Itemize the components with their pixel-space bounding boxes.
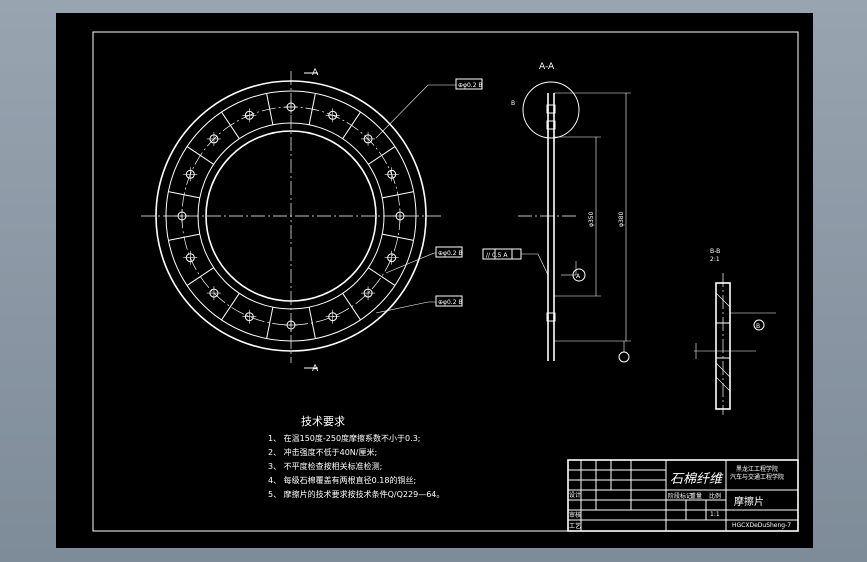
material-label: 石棉纤维	[670, 472, 724, 487]
header-scale: 比例	[709, 492, 721, 500]
section-view-aa: A-A B φ350 φ380 A	[511, 62, 631, 363]
row-designer: 设计	[569, 491, 581, 499]
header-weight: 重量	[690, 492, 702, 500]
tech-requirement-3: 3、 不平度检查按相关标准检测;	[268, 461, 382, 471]
tolerance-callout-top: ⊕φ0.2 B	[375, 78, 483, 139]
drawing-frame	[92, 31, 799, 532]
section-mark-a-bottom: A	[312, 364, 319, 374]
tech-requirements: 技术要求 1、 在温150度-250度摩擦系数不小于0.3; 2、 冲击强度不低…	[268, 415, 444, 499]
svg-text:B-B: B-B	[710, 248, 720, 255]
segment-divider	[221, 293, 240, 321]
header-stage: 阶段标记	[668, 492, 692, 500]
tech-requirement-5: 5、 摩擦片的技术要求按技术条件Q/Q229—64。	[268, 489, 444, 499]
tech-requirements-title: 技术要求	[301, 415, 345, 428]
drawing-sheet: A A ⊕φ0.2 B ⊕φ0.2 B ⊕φ0.2 B A-A B φ350 φ	[56, 13, 813, 548]
svg-text:B: B	[756, 323, 760, 330]
svg-text:B: B	[511, 100, 515, 107]
svg-text:2:1: 2:1	[710, 256, 720, 263]
segment-divider	[382, 233, 414, 241]
drawing-number: HGCXDeDuSheng-7	[732, 522, 791, 529]
segment-divider	[266, 307, 274, 339]
row-reviewer: 审核	[569, 511, 581, 519]
svg-text:φ380: φ380	[618, 211, 625, 227]
detail-view-bb: B-B 2:1 B	[694, 248, 776, 415]
svg-text:// 0.5 A: // 0.5 A	[486, 252, 508, 259]
tech-requirement-1: 1、 在温150度-250度摩擦系数不小于0.3;	[268, 433, 420, 443]
school-name-1: 黑龙江工程学院	[736, 465, 778, 473]
tolerance-callout-bottom: ⊕φ0.2 B	[375, 295, 463, 314]
svg-text:A: A	[576, 273, 581, 280]
svg-text:φ350: φ350	[588, 211, 595, 227]
row-process: 工艺	[569, 522, 581, 530]
segment-divider	[368, 267, 396, 286]
svg-text:⊕φ0.2 B: ⊕φ0.2 B	[458, 82, 483, 89]
svg-text:⊕φ0.2 B: ⊕φ0.2 B	[438, 250, 463, 257]
flatness-callout: // 0.5 A	[482, 248, 549, 276]
title-block: 石棉纤维 黑龙江工程学院 汽车与交通工程学院 摩擦片 阶段标记 重量 比例 1:…	[567, 459, 799, 532]
part-name: 摩擦片	[734, 495, 764, 508]
svg-text:⊕φ0.2 B: ⊕φ0.2 B	[438, 299, 463, 306]
scale-value: 1:1	[710, 511, 720, 518]
tech-requirement-4: 4、 每级石棉覆盖有两根直径0.18的铜丝;	[268, 475, 416, 485]
school-name-2: 汽车与交通工程学院	[730, 473, 784, 481]
tech-requirement-2: 2、 冲击强度不低于40N/厘米;	[268, 447, 377, 457]
bolt-circle	[181, 106, 401, 326]
front-view-ring	[141, 71, 441, 363]
tolerance-callout-mid: ⊕φ0.2 B	[385, 246, 463, 274]
cad-drawing-canvas: A A ⊕φ0.2 B ⊕φ0.2 B ⊕φ0.2 B A-A B φ350 φ	[92, 31, 799, 532]
svg-text:A-A: A-A	[539, 62, 555, 72]
